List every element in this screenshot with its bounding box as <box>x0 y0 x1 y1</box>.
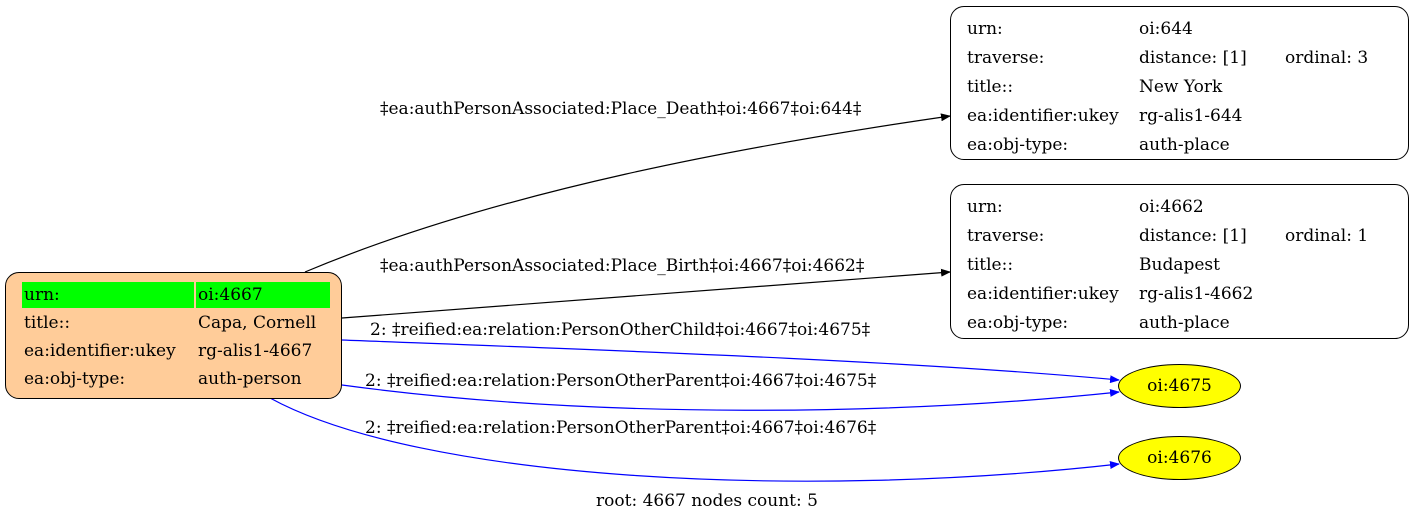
place-node-644[interactable]: urn: oi:644 traverse: distance: [1] ordi… <box>950 6 1409 160</box>
row-extra: ordinal: 1 <box>1285 226 1369 246</box>
place-node-row-traverse: traverse: distance: [1] ordinal: 3 <box>965 45 1370 71</box>
row-value: rg-alis1-644 <box>1139 106 1243 126</box>
place-node-row-title: title:: Budapest <box>965 252 1370 278</box>
place-node-row-urn: urn: oi:4662 <box>965 194 1370 220</box>
root-node-row-title: title:: Capa, Cornell <box>22 310 330 336</box>
edge-place-birth <box>341 268 951 319</box>
row-key: title:: <box>967 255 1014 275</box>
row-key: urn: <box>22 282 194 308</box>
row-key: ea:identifier:ukey <box>967 106 1119 126</box>
row-key: ea:obj-type: <box>24 369 126 389</box>
footer-summary: root: 4667 nodes count: 5 <box>596 491 818 511</box>
row-key: traverse: <box>967 226 1045 246</box>
row-extra <box>1283 252 1370 278</box>
place-node-row-urn: urn: oi:644 <box>965 16 1370 42</box>
edge-label-person-other-parent-4676: 2: ‡reified:ea:relation:PersonOtherParen… <box>365 418 877 438</box>
place-node-row-obj-type: ea:obj-type: auth-place <box>965 132 1370 158</box>
edge-label-place-death: ‡ea:authPersonAssociated:Place_Death‡oi:… <box>380 99 862 119</box>
root-node-row-urn: urn: oi:4667 <box>22 282 330 308</box>
edge-label-person-other-child: 2: ‡reified:ea:relation:PersonOtherChild… <box>370 320 871 340</box>
row-value: distance: [1] <box>1139 226 1247 246</box>
place-node-table: urn: oi:4662 traverse: distance: [1] ord… <box>963 191 1372 339</box>
edge-person-other-child <box>341 339 1120 384</box>
row-value: rg-alis1-4667 <box>198 341 313 361</box>
row-key: ea:identifier:ukey <box>967 284 1119 304</box>
row-value: auth-person <box>198 369 302 389</box>
row-key: ea:identifier:ukey <box>24 341 176 361</box>
edge-label-person-other-parent-4675: 2: ‡reified:ea:relation:PersonOtherParen… <box>365 371 877 391</box>
ellipse-node-4676[interactable]: oi:4676 <box>1118 436 1241 480</box>
row-extra <box>1283 281 1370 307</box>
edge-place-death <box>304 113 951 273</box>
row-key: urn: <box>967 19 1003 39</box>
row-value: oi:4667 <box>196 282 330 308</box>
row-extra <box>1283 16 1370 42</box>
row-value: auth-place <box>1139 135 1230 155</box>
row-key: title:: <box>967 77 1014 97</box>
row-value: New York <box>1139 77 1223 97</box>
row-extra <box>1283 74 1370 100</box>
place-node-row-title: title:: New York <box>965 74 1370 100</box>
row-value: oi:644 <box>1139 19 1193 39</box>
row-extra <box>1283 103 1370 129</box>
row-value: distance: [1] <box>1139 48 1247 68</box>
row-value: rg-alis1-4662 <box>1139 284 1254 304</box>
place-node-row-obj-type: ea:obj-type: auth-place <box>965 310 1370 336</box>
ellipse-node-4675[interactable]: oi:4675 <box>1118 364 1241 408</box>
row-value: Capa, Cornell <box>198 313 317 333</box>
row-value: auth-place <box>1139 313 1230 333</box>
row-value: oi:4662 <box>1139 197 1204 217</box>
row-key: ea:obj-type: <box>967 135 1069 155</box>
place-node-row-ukey: ea:identifier:ukey rg-alis1-644 <box>965 103 1370 129</box>
row-key: title:: <box>24 313 71 333</box>
place-node-row-traverse: traverse: distance: [1] ordinal: 1 <box>965 223 1370 249</box>
row-key: traverse: <box>967 48 1045 68</box>
root-node-row-ukey: ea:identifier:ukey rg-alis1-4667 <box>22 338 330 364</box>
ellipse-node-label: oi:4675 <box>1147 376 1212 396</box>
place-node-table: urn: oi:644 traverse: distance: [1] ordi… <box>963 13 1372 161</box>
row-key: ea:obj-type: <box>967 313 1069 333</box>
root-node-table: urn: oi:4667 title:: Capa, Cornell ea:id… <box>20 280 332 394</box>
place-node-4662[interactable]: urn: oi:4662 traverse: distance: [1] ord… <box>950 184 1409 339</box>
edge-person-other-parent-4675 <box>341 384 1120 411</box>
row-extra: ordinal: 3 <box>1285 48 1369 68</box>
row-extra <box>1283 194 1370 220</box>
place-node-row-ukey: ea:identifier:ukey rg-alis1-4662 <box>965 281 1370 307</box>
ellipse-node-label: oi:4676 <box>1147 448 1212 468</box>
row-key: urn: <box>967 197 1003 217</box>
row-extra <box>1283 132 1370 158</box>
root-node-row-obj-type: ea:obj-type: auth-person <box>22 366 330 392</box>
row-value: Budapest <box>1139 255 1220 275</box>
row-extra <box>1283 310 1370 336</box>
root-node-4667[interactable]: urn: oi:4667 title:: Capa, Cornell ea:id… <box>5 272 342 399</box>
edge-label-place-birth: ‡ea:authPersonAssociated:Place_Birth‡oi:… <box>380 256 865 276</box>
edge-person-other-parent-4676 <box>269 397 1120 482</box>
